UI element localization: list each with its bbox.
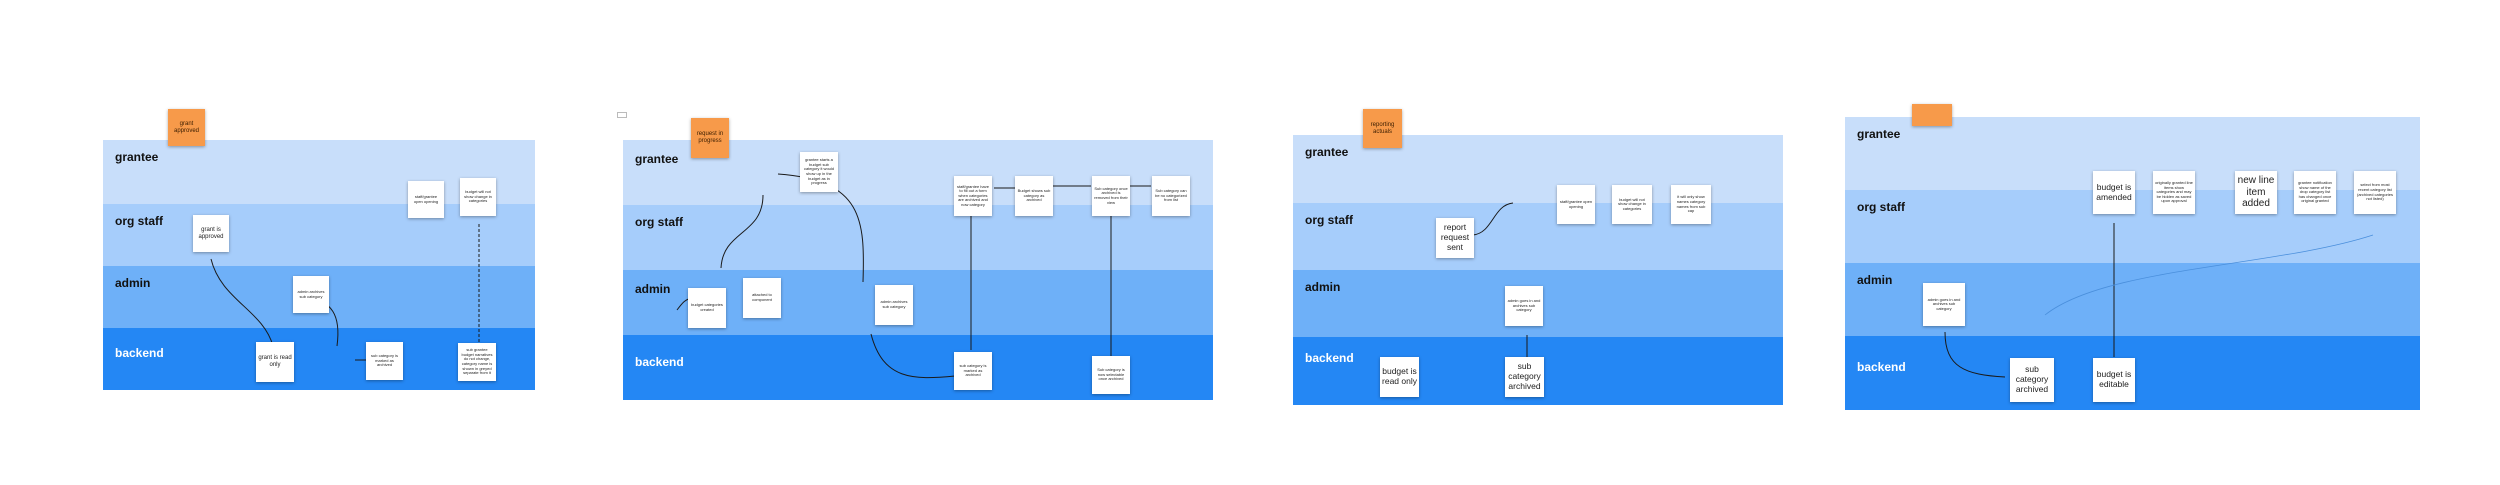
lane-label-admin: admin	[1857, 273, 1893, 287]
note-marked-archived[interactable]: sub category is marked as archived	[954, 352, 992, 390]
note-backend[interactable]: sub grantee budget narratives do not cha…	[458, 343, 496, 381]
lane-label-admin: admin	[115, 276, 151, 290]
note-staff-sees[interactable]: staff/grantee have to fill out a form wh…	[954, 176, 992, 216]
note-grantee-top[interactable]: grantee starts a budget sub category it …	[800, 152, 838, 192]
lane-label-org-staff: org staff	[1857, 200, 1905, 214]
note-staff-open[interactable]: staff/grantee open opening	[1557, 185, 1595, 224]
note-staff-open[interactable]: staff/grantee open opening	[408, 181, 444, 218]
note-marked-archived[interactable]: sub category is marked as archived	[366, 342, 403, 380]
lane-label-admin: admin	[1305, 280, 1341, 294]
note-grant-approved[interactable]: grant is approved	[193, 215, 229, 252]
note-backend-notify[interactable]: Sub category is now selectable once arch…	[1092, 356, 1130, 394]
note-attached[interactable]: attached to component	[743, 278, 781, 318]
note-report-sent[interactable]: report request sent	[1436, 218, 1474, 258]
note-budget-amended[interactable]: budget is amended	[2093, 171, 2135, 214]
note-cannot-select[interactable]: Sub category can be no categorized from …	[1152, 176, 1190, 216]
note-budget-shows[interactable]: Budget shows sub category as archived	[1015, 176, 1053, 216]
note-admin-archives[interactable]: admin archives sub category	[875, 285, 913, 325]
sticky-reporting-actuals[interactable]: reporting actuals	[1363, 109, 1402, 148]
sticky-header-partial[interactable]	[1912, 104, 1952, 126]
note-sub-archived[interactable]: sub category archived	[1505, 357, 1544, 397]
lane-label-grantee: grantee	[1305, 145, 1349, 159]
board-handle[interactable]	[617, 112, 627, 118]
lane-label-backend: backend	[115, 346, 164, 360]
lane-label-org-staff: org staff	[1305, 213, 1353, 227]
lane-label-grantee: grantee	[115, 150, 159, 164]
lane-label-grantee: grantee	[635, 152, 679, 166]
lane-label-org-staff: org staff	[115, 214, 163, 228]
note-admin-archives[interactable]: admin goes in and archives sub category	[1505, 286, 1543, 326]
note-budget-no-change[interactable]: budget will not show change in categorie…	[1612, 185, 1652, 224]
note-removed[interactable]: Sub category once archived is removed fr…	[1092, 176, 1130, 216]
note-admin-archives[interactable]: admin archives sub category	[293, 276, 329, 313]
lane-label-backend: backend	[1857, 360, 1906, 374]
lane-label-grantee: grantee	[1857, 127, 1901, 141]
lane-label-backend: backend	[635, 355, 684, 369]
note-admin-goes[interactable]: admin goes in and archives sub category	[1923, 283, 1965, 326]
lane-label-admin: admin	[635, 282, 671, 296]
note-budget-editable[interactable]: budget is editable	[2093, 358, 2135, 402]
note-orig-notes[interactable]: originally granted line items show categ…	[2153, 171, 2195, 214]
note-grantee-notif[interactable]: grantee notification show name of the dr…	[2294, 171, 2336, 214]
note-show-name[interactable]: it will only show names category names f…	[1671, 185, 1711, 224]
sticky-request-in-progress[interactable]: request in progress	[691, 118, 729, 158]
note-select-any[interactable]: select from most recent category list (a…	[2354, 171, 2396, 214]
note-sub-archived[interactable]: sub category archived	[2010, 358, 2054, 402]
note-read-only[interactable]: grant is read only	[256, 342, 294, 382]
lane-label-backend: backend	[1305, 351, 1354, 365]
lane-label-org-staff: org staff	[635, 215, 683, 229]
note-budget-no-change[interactable]: budget will not show change in categorie…	[460, 178, 496, 216]
sticky-grant-approved[interactable]: grant approved	[168, 109, 205, 146]
note-budget-created[interactable]: budget categories created	[688, 288, 726, 328]
note-read-only[interactable]: budget is read only	[1380, 357, 1419, 397]
note-new-item[interactable]: new line item added	[2235, 171, 2277, 214]
